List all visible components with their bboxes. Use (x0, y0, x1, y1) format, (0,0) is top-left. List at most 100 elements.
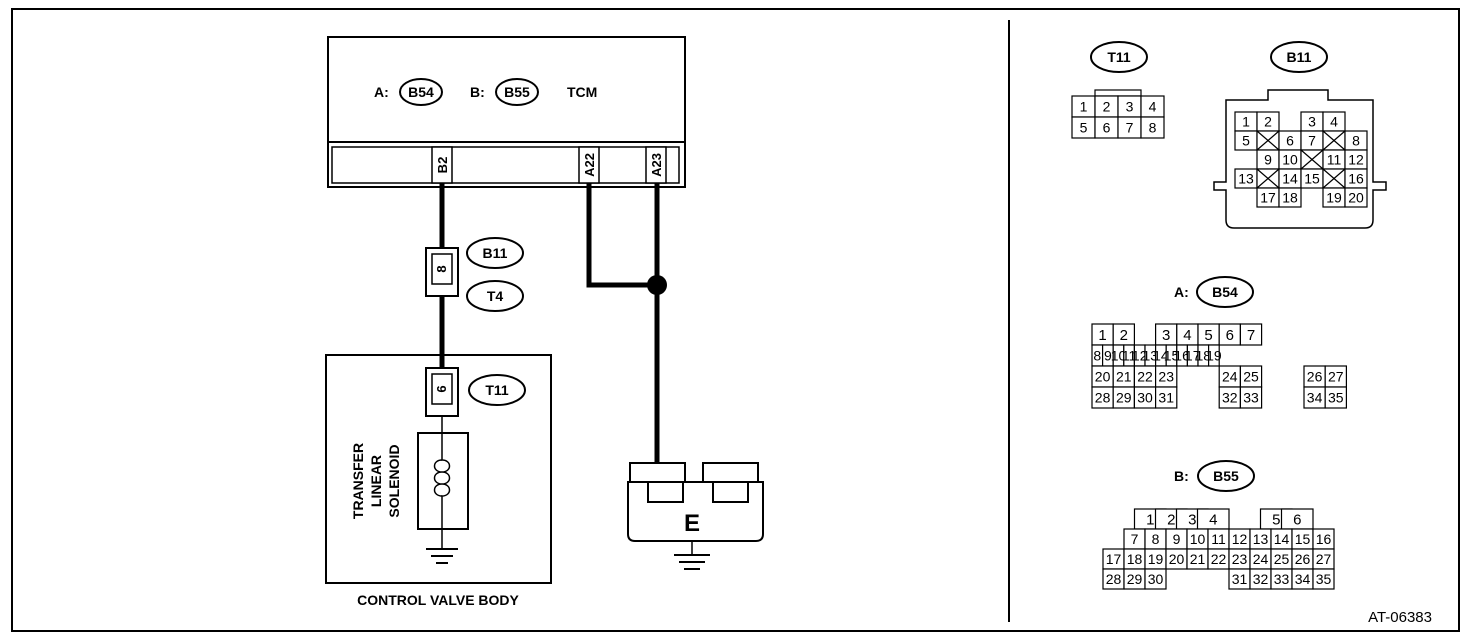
b54-pin: 2 (1112, 323, 1135, 346)
b11-pin-label: 8 (434, 265, 449, 272)
svg-text:25: 25 (1274, 551, 1290, 567)
svg-text:6: 6 (1286, 133, 1294, 149)
t4-oval (466, 280, 524, 312)
tcm-conn-a-oval (399, 78, 443, 106)
svg-text:22: 22 (1211, 551, 1227, 567)
b55-pin: 29 (1123, 568, 1146, 590)
svg-text:7: 7 (1247, 327, 1255, 344)
tcm-name: TCM (567, 84, 597, 100)
svg-text:1: 1 (1080, 99, 1088, 115)
b11-pin: 5 (1234, 130, 1258, 151)
svg-text:18: 18 (1127, 551, 1143, 567)
control-valve-body-label: CONTROL VALVE BODY (357, 592, 519, 608)
svg-text:11: 11 (1211, 531, 1226, 547)
b55-pin: 31 (1228, 568, 1251, 590)
svg-text:27: 27 (1328, 369, 1344, 385)
b11-pin: 20 (1344, 187, 1368, 208)
svg-text:21: 21 (1116, 369, 1132, 385)
svg-text:19: 19 (1148, 551, 1164, 567)
b11-pin: 11 (1322, 149, 1346, 170)
svg-text:1: 1 (1242, 114, 1250, 130)
diagram-frame (11, 8, 1460, 632)
t11-pin: 5 (1071, 116, 1096, 139)
svg-text:24: 24 (1253, 551, 1269, 567)
b55-pin: 26 (1291, 548, 1314, 570)
b11-pin: 18 (1278, 187, 1302, 208)
b54-pin: 4 (1176, 323, 1199, 346)
b11-pin: 9 (1256, 149, 1280, 170)
ground-body (627, 481, 764, 542)
b55-pin: 6 (1280, 508, 1314, 530)
b11-pin: 3 (1300, 111, 1324, 132)
t11-face-oval (1090, 41, 1148, 73)
svg-text:26: 26 (1295, 551, 1311, 567)
svg-text:14: 14 (1153, 348, 1169, 364)
svg-text:11: 11 (1122, 348, 1137, 364)
svg-text:35: 35 (1328, 390, 1344, 406)
b54-pin: 31 (1154, 386, 1178, 409)
svg-text:8: 8 (1152, 531, 1160, 547)
b11-t4-pin-box (431, 253, 453, 285)
svg-text:5: 5 (1204, 327, 1212, 344)
solenoid-coil-loops (433, 459, 443, 497)
t11-inline-pin-box (431, 373, 453, 405)
t11-pin: 6 (1094, 116, 1119, 139)
b11-pin: 10 (1278, 149, 1302, 170)
t11-pin-label: 6 (434, 385, 449, 392)
svg-text:27: 27 (1316, 551, 1332, 567)
svg-text:10: 10 (1282, 152, 1298, 168)
solenoid-coil-icon (441, 433, 451, 529)
b11-pin: 8 (1344, 130, 1368, 151)
connector-b11-t4: 8 B11 T4 (425, 237, 524, 312)
b54-pin: 23 (1154, 365, 1178, 388)
svg-text:4: 4 (1183, 327, 1191, 344)
b11-blank-pin (1256, 168, 1280, 189)
svg-text:20: 20 (1095, 369, 1111, 385)
b11-face-oval (1270, 41, 1328, 73)
b55-pin: 8 (1144, 528, 1167, 550)
svg-text:9: 9 (1264, 152, 1272, 168)
b55-pin: 7 (1123, 528, 1146, 550)
b54-face-title: B54 (1212, 284, 1238, 300)
b55-pin: 32 (1249, 568, 1272, 590)
t11-pin: 3 (1117, 95, 1142, 118)
ground-connector-e: E (627, 462, 764, 570)
svg-text:29: 29 (1116, 390, 1132, 406)
svg-text:12: 12 (1132, 348, 1148, 364)
b54-pin: 33 (1239, 386, 1263, 409)
solenoid-box (417, 432, 469, 530)
svg-text:18: 18 (1196, 348, 1212, 364)
b11-pin: 16 (1344, 168, 1368, 189)
t11-label: T11 (485, 382, 509, 398)
svg-text:33: 33 (1274, 571, 1290, 587)
b11-blank-pin (1322, 130, 1346, 151)
b54-face-prefix: A: (1174, 284, 1189, 300)
b55-pin: 24 (1249, 548, 1272, 570)
b54-pin: 34 (1303, 386, 1326, 409)
svg-text:13: 13 (1143, 348, 1159, 364)
b55-pin: 25 (1270, 548, 1293, 570)
t11-pin: 8 (1140, 116, 1165, 139)
svg-text:14: 14 (1274, 531, 1290, 547)
b54-pin: 5 (1197, 323, 1220, 346)
ground-label: E (684, 510, 700, 537)
svg-text:15: 15 (1164, 348, 1180, 364)
b55-pin: 20 (1165, 548, 1188, 570)
t11-oval (468, 374, 526, 406)
b11-pin: 4 (1322, 111, 1346, 132)
b54-pin: 29 (1112, 386, 1135, 409)
tcm-terminal-strip (331, 146, 680, 184)
svg-text:32: 32 (1222, 390, 1238, 406)
b54-pin: 18 (1196, 344, 1212, 367)
svg-text:7: 7 (1126, 120, 1134, 136)
b54-pin: 24 (1218, 365, 1241, 388)
svg-text:11: 11 (1327, 152, 1342, 168)
b55-pin: 9 (1165, 528, 1188, 550)
b55-pin: 33 (1270, 568, 1293, 590)
svg-text:29: 29 (1127, 571, 1143, 587)
b55-pin: 18 (1123, 548, 1146, 570)
b11-pin: 13 (1234, 168, 1258, 189)
